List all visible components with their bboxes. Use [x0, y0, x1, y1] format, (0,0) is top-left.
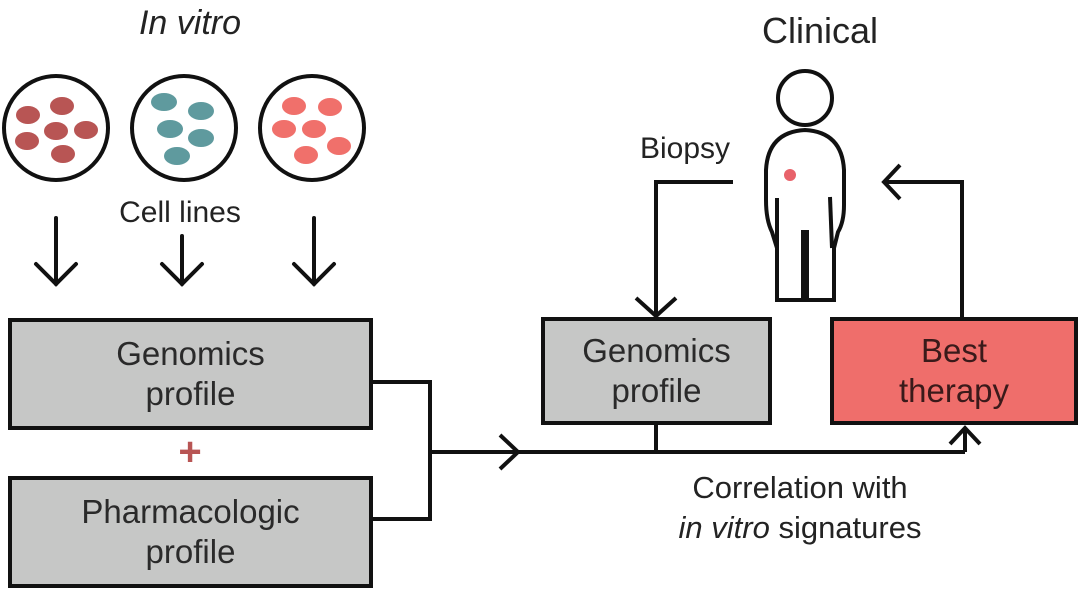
- cells-icon: [15, 97, 98, 163]
- down-arrow-icon: [292, 216, 336, 287]
- tumor-dot-icon: [784, 169, 796, 181]
- pharmacologic-profile-box: Pharmacologic profile: [8, 476, 373, 588]
- patient-icon: [764, 69, 846, 302]
- box-line: profile: [145, 533, 236, 570]
- therapy-feedback-arrow: [881, 163, 964, 318]
- box-line: Pharmacologic: [81, 493, 300, 530]
- up-arrow-icon: [948, 425, 982, 452]
- box-line: profile: [145, 375, 236, 412]
- clinical-title: Clinical: [761, 10, 879, 51]
- cells-icon: [151, 93, 214, 165]
- box-line: Genomics: [116, 335, 265, 372]
- down-arrow-icon: [160, 234, 204, 287]
- best-therapy-box: Best therapy: [830, 317, 1078, 425]
- box-line: Best: [920, 332, 988, 369]
- in-vitro-italic: in vitro: [678, 510, 770, 545]
- cell-dish-2: [130, 74, 238, 182]
- signatures-text: signatures: [769, 510, 922, 545]
- down-arrow-icon: [34, 216, 78, 287]
- genomics-profile-box-invitro: Genomics profile: [8, 318, 373, 430]
- box-line: therapy: [898, 372, 1010, 409]
- left-arrow-icon: [881, 163, 902, 201]
- correlation-line-1: Correlation with: [692, 470, 908, 505]
- box-line: Genomics: [582, 332, 731, 369]
- cell-dish-1: [2, 74, 110, 182]
- right-arrow-icon: [498, 433, 521, 471]
- in-vitro-title: In vitro: [138, 4, 242, 42]
- box-line: profile: [611, 372, 702, 409]
- plus-sign: +: [178, 430, 202, 474]
- down-arrow-icon: [634, 296, 678, 319]
- cells-icon: [272, 97, 351, 164]
- correlation-label: Correlation with in vitro signatures: [620, 468, 980, 548]
- genomics-profile-box-clinical: Genomics profile: [541, 317, 772, 425]
- merge-connector: [372, 380, 965, 521]
- biopsy-label: Biopsy: [639, 132, 731, 165]
- correlation-line-2: in vitro signatures: [620, 508, 980, 548]
- biopsy-arrow: [634, 180, 733, 319]
- cell-lines-label: Cell lines: [119, 196, 241, 229]
- cell-dish-3: [258, 74, 366, 182]
